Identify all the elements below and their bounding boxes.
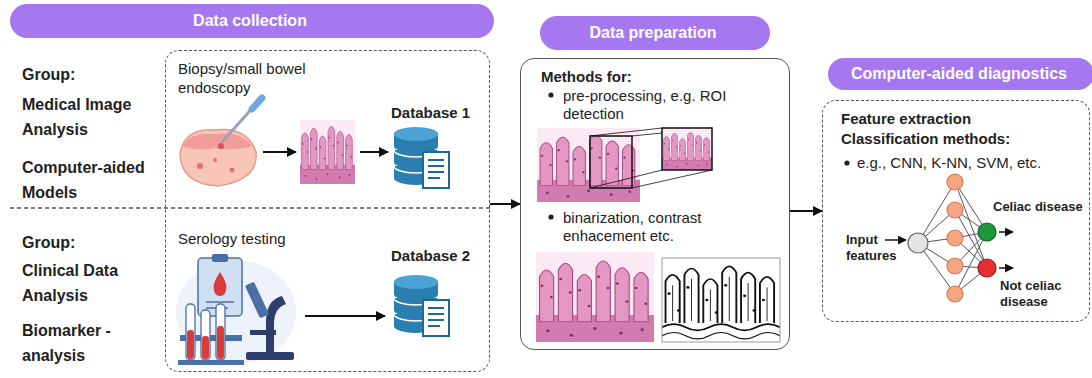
header-text: Data collection	[10, 11, 490, 31]
output-label: Celiac disease	[993, 199, 1087, 215]
bullet-text: pre-processing, e.g. ROI detection	[563, 87, 745, 123]
box-heading: Classification methods:	[841, 129, 1081, 148]
database-label: Database 2	[391, 246, 486, 265]
section-header: Computer-aided diagnostics	[828, 58, 1092, 90]
output-label: Not celiac disease	[1000, 278, 1086, 310]
bullet-text: binarization, contrast enhacement etc.	[563, 209, 745, 245]
input-label: Input features	[846, 232, 906, 264]
box-heading: Feature extraction	[841, 109, 1081, 128]
database-icon	[394, 275, 449, 336]
section-header: Data preparation	[540, 16, 770, 50]
divider-line	[10, 207, 490, 208]
box-heading: Methods for:	[541, 67, 771, 86]
biopsy-illustration	[180, 98, 262, 186]
flow-arrow	[305, 315, 385, 317]
group-name: Medical Image Analysis	[22, 92, 162, 142]
flow-connector	[790, 210, 822, 212]
serology-illustration	[176, 254, 296, 365]
group-name: Biomarker - analysis	[22, 318, 162, 368]
flow-connector	[490, 203, 520, 205]
group-label: Group:	[22, 62, 162, 87]
group-name: Clinical Data Analysis	[22, 258, 162, 308]
header-text: Data preparation	[540, 23, 766, 43]
bullet-text: e.g., CNN, K-NN, SVM, etc.	[857, 153, 1085, 172]
flow-arrow	[360, 151, 388, 153]
binarization-illustration	[536, 252, 780, 342]
group-name: Computer-aided Models	[22, 155, 162, 205]
group-label: Group:	[22, 230, 162, 255]
roi-illustration	[537, 128, 712, 202]
database-label: Database 1	[391, 103, 486, 122]
step-text: Biopsy/small bowel endoscopy	[178, 59, 343, 97]
header-text: Computer-aided diagnostics	[828, 64, 1090, 84]
flow-arrow	[263, 151, 296, 153]
histology-image	[300, 120, 355, 184]
preparation-box: Methods for:pre-processing, e.g. ROI det…	[520, 58, 790, 350]
neural-network	[885, 174, 1013, 302]
section-header: Data collection	[10, 4, 494, 38]
database-icon	[394, 127, 449, 188]
collection-box: Biopsy/small bowel endoscopyDatabase 1 Se…	[165, 50, 490, 372]
step-text: Serology testing	[178, 229, 343, 248]
